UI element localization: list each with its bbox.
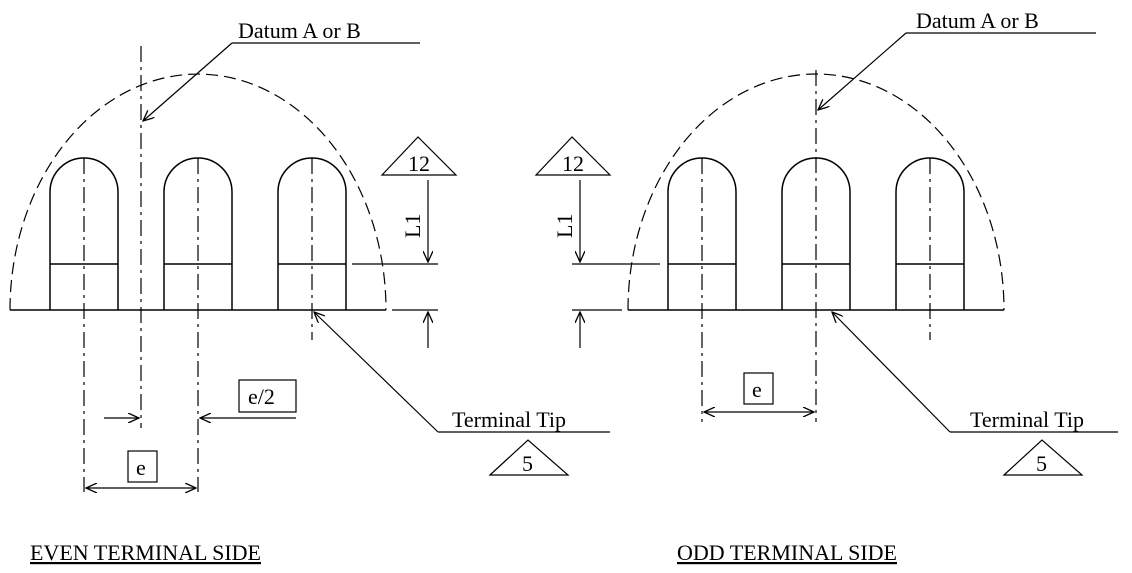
e-half-label: e/2 [248, 384, 275, 409]
view-title: EVEN TERMINAL SIDE [30, 540, 261, 565]
datum-leader-arrow [143, 42, 233, 121]
terminal-tip-leader-arrow [832, 312, 951, 433]
package-outline-arc [9, 73, 387, 311]
terminal-tip-label: Terminal Tip [452, 407, 566, 432]
l1-ref-number: 12 [562, 151, 584, 176]
terminal-tip-ref-number: 5 [1036, 451, 1047, 476]
view-title: ODD TERMINAL SIDE [677, 540, 897, 565]
e-label: e [136, 455, 146, 480]
datum-leader-arrow [818, 32, 907, 110]
l1-ref-number: 12 [408, 151, 430, 176]
even-terminal-side-view: Datum A or B L1 12 e/2 e Terminal Tip 5 … [9, 18, 610, 565]
e-label-box [743, 372, 774, 405]
datum-label: Datum A or B [916, 8, 1039, 33]
odd-terminal-side-view: Datum A or B L1 12 e Terminal Tip 5 ODD … [534, 8, 1118, 565]
terminal-tip-ref-triangle [488, 439, 570, 476]
e-half-label-box [238, 379, 297, 413]
terminal-tip-ref-number: 5 [522, 451, 533, 476]
terminal-tip-ref-triangle [1002, 439, 1084, 476]
l1-ref-triangle [534, 136, 612, 176]
l1-ref-triangle [380, 136, 458, 176]
e-label: e [752, 377, 762, 402]
terminal-tip-label: Terminal Tip [970, 407, 1084, 432]
terminal-tip-leader-arrow [314, 312, 439, 433]
datum-label: Datum A or B [238, 18, 361, 43]
l1-label: L1 [552, 214, 577, 238]
l1-label: L1 [400, 214, 425, 238]
e-label-box [127, 450, 158, 483]
